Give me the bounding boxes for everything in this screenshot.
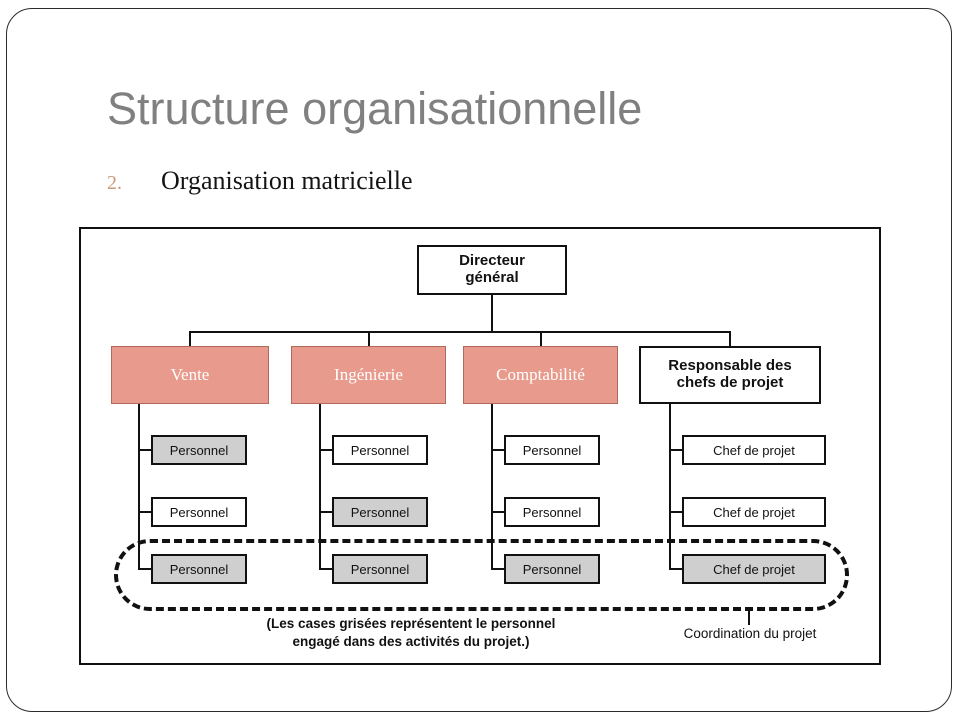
connector-member-stub-3-1	[491, 449, 504, 451]
node-department-1[interactable]: Vente	[111, 346, 269, 404]
node-member-3-2[interactable]: Personnel	[504, 497, 600, 527]
node-member-1-2[interactable]: Personnel	[151, 497, 247, 527]
connector-member-stub-4-2	[669, 511, 682, 513]
coordination-label: Coordination du projet	[683, 626, 817, 641]
node-member-3-1[interactable]: Personnel	[504, 435, 600, 465]
connector-dept-drop-2	[367, 331, 370, 346]
node-member-4-1[interactable]: Chef de projet	[682, 435, 826, 465]
slide-frame: Structure organisationnelle 2. Organisat…	[6, 8, 952, 712]
bullet-text: Organisation matricielle	[161, 166, 413, 195]
node-member-4-3[interactable]: Chef de projet	[682, 554, 826, 584]
connector-member-stub-1-2	[138, 511, 151, 513]
bullet-number: 2.	[107, 172, 122, 194]
node-member-2-1[interactable]: Personnel	[332, 435, 428, 465]
connector-member-stub-3-2	[491, 511, 504, 513]
connector-column-trunk-3	[491, 404, 493, 569]
node-member-2-2[interactable]: Personnel	[332, 497, 428, 527]
node-member-2-3[interactable]: Personnel	[332, 554, 428, 584]
node-member-4-2[interactable]: Chef de projet	[682, 497, 826, 527]
connector-root-drop	[491, 295, 493, 331]
connector-member-stub-4-1	[669, 449, 682, 451]
connector-column-trunk-1	[138, 404, 140, 569]
connector-dept-drop-4	[729, 331, 731, 346]
connector-member-stub-4-3	[669, 568, 682, 570]
node-department-3[interactable]: Comptabilité	[463, 346, 618, 404]
connector-member-stub-1-3	[138, 568, 151, 570]
node-member-1-3[interactable]: Personnel	[151, 554, 247, 584]
connector-member-stub-2-1	[319, 449, 332, 451]
connector-member-stub-2-2	[319, 511, 332, 513]
connector-dept-drop-1	[189, 331, 191, 346]
page-title: Structure organisationnelle	[107, 83, 643, 134]
connector-member-stub-3-3	[491, 568, 504, 570]
bullet-list-item: 2. Organisation matricielle	[107, 166, 413, 196]
node-department-2[interactable]: Ingénierie	[291, 346, 446, 404]
node-member-1-1[interactable]: Personnel	[151, 435, 247, 465]
connector-dept-drop-3	[539, 331, 542, 346]
node-member-3-3[interactable]: Personnel	[504, 554, 600, 584]
legend-caption: (Les cases grisées représentent le perso…	[266, 616, 556, 650]
connector-bus	[190, 331, 730, 333]
connector-member-stub-1-1	[138, 449, 151, 451]
connector-column-trunk-2	[319, 404, 321, 569]
connector-column-trunk-4	[669, 404, 671, 569]
connector-coordination-leader	[748, 611, 750, 625]
connector-member-stub-2-3	[319, 568, 332, 570]
